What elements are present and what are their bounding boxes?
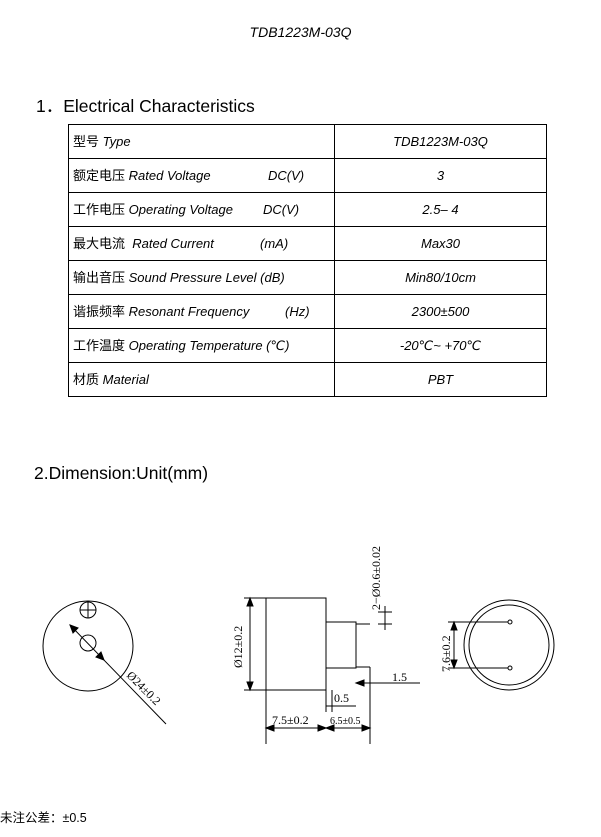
row-label: 谐振频率 Resonant Frequency(Hz)	[68, 294, 335, 329]
row-value: Max30	[334, 226, 547, 261]
pin-spacing-label: 7.6±0.2	[439, 635, 453, 672]
table-row: 谐振频率 Resonant Frequency(Hz) 2300±500	[68, 294, 547, 329]
bottom-view: 7.6±0.2	[439, 599, 555, 691]
section-electrical-title: 1．Electrical Characteristics	[36, 96, 255, 116]
table-row: 材质 Material PBT	[68, 362, 547, 397]
table-row: 最大电流 Rated Current(mA) Max30	[68, 226, 547, 261]
top-view: Ø24±0.2	[42, 600, 167, 725]
table-row: 工作温度 Operating Temperature (℃) -20℃~ +70…	[68, 328, 547, 363]
side-view-base	[325, 621, 357, 669]
row-value: 2.5– 4	[334, 192, 547, 227]
row-unit: DC(V)	[263, 202, 300, 217]
section-dimension-title: 2.Dimension:Unit(mm)	[34, 463, 209, 483]
row-value: PBT	[334, 362, 547, 397]
diameter-leader-line	[69, 624, 167, 725]
row-unit: (mA)	[260, 236, 289, 251]
row-unit: (Hz)	[285, 304, 310, 319]
pin-hole	[507, 665, 513, 671]
row-value: Min80/10cm	[334, 260, 547, 295]
body-height-label: 7.5±0.2	[272, 713, 309, 727]
side-view: Ø12±0.2 2−Ø0.6±0.02 1.5 0.5 7.5±0.2 6.5±…	[231, 546, 420, 744]
tolerance-footnote: 未注公差：±0.5	[0, 811, 87, 825]
pin-hole	[507, 619, 513, 625]
row-value: -20℃~ +70℃	[334, 328, 547, 363]
row-value: 2300±500	[334, 294, 547, 329]
pin-diameter-label: 2−Ø0.6±0.02	[369, 546, 383, 610]
table-row: 输出音压 Sound Pressure Level (dB) Min80/10c…	[68, 260, 547, 295]
row-label: 输出音压 Sound Pressure Level (dB)	[68, 260, 335, 295]
pin-protrusion-label: 6.5±0.5	[330, 716, 361, 727]
row-unit: DC(V)	[268, 168, 305, 183]
document-title: TDB1223M-03Q	[249, 24, 352, 40]
row-label: 型号 Type	[68, 124, 335, 159]
row-value: 3	[334, 158, 547, 193]
row-value: TDB1223M-03Q	[334, 124, 547, 159]
dimension-drawings: Ø24±0.2 Ø12±0.2 2−Ø0.6±0.02 1.5 0.5	[42, 546, 555, 744]
pin-length-label: 1.5	[392, 670, 407, 684]
row-label: 最大电流 Rated Current(mA)	[68, 226, 335, 261]
body-diameter-label: Ø12±0.2	[231, 626, 245, 668]
outer-diameter-label: Ø24±0.2	[124, 668, 164, 708]
row-label: 工作温度 Operating Temperature (℃)	[68, 328, 335, 363]
table-row: 型号 Type TDB1223M-03Q	[68, 124, 547, 159]
row-label: 材质 Material	[68, 362, 335, 397]
pin-offset-label: 0.5	[334, 691, 349, 705]
top-view-outline	[42, 600, 134, 692]
side-view-body	[265, 597, 327, 691]
bottom-view-outline	[463, 599, 555, 691]
terminal-hole	[79, 634, 97, 652]
